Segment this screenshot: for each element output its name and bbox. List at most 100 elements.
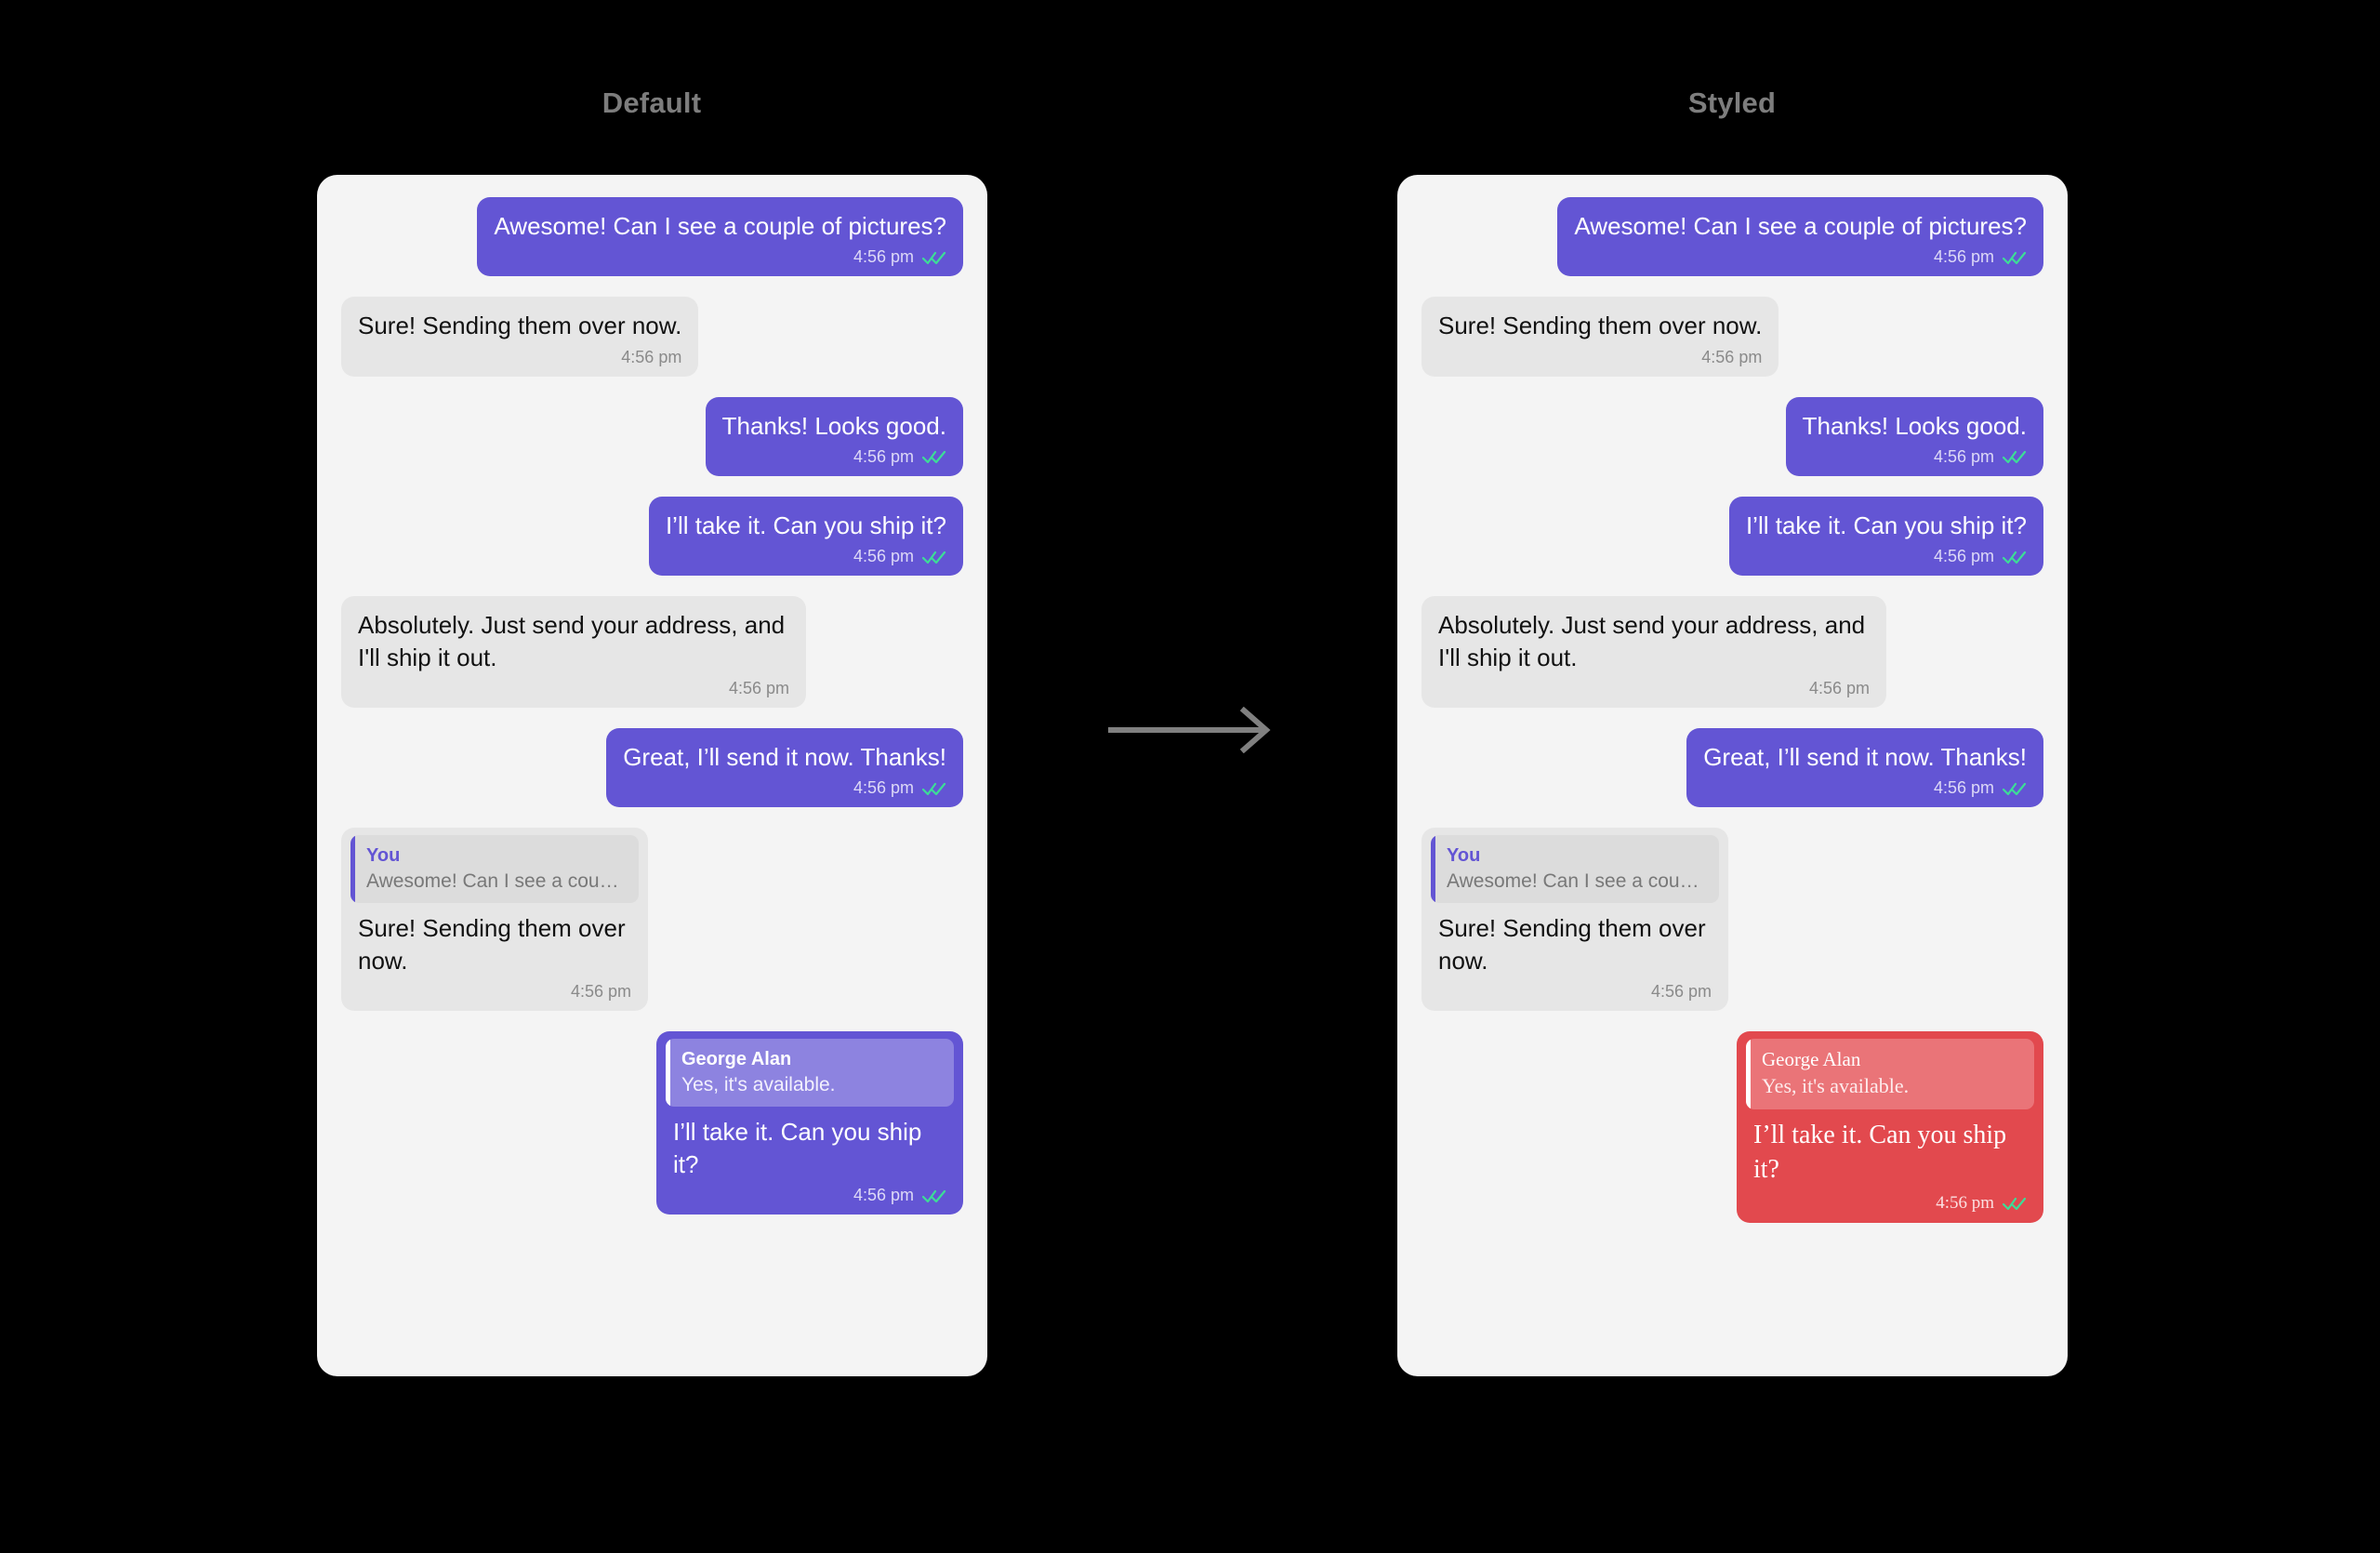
read-receipt — [922, 1188, 946, 1203]
message-meta: 4:56 pm — [1438, 348, 1762, 367]
message-row: Absolutely. Just send your address, and … — [1421, 596, 2043, 708]
message-row: Awesome! Can I see a couple of pictures?… — [341, 197, 963, 277]
read-receipt — [2003, 449, 2027, 464]
message-bubble-in[interactable]: Absolutely. Just send your address, and … — [341, 596, 806, 708]
message-timestamp: 4:56 pm — [570, 982, 631, 1002]
chat-panel-styled: Awesome! Can I see a couple of pictures?… — [1397, 175, 2068, 1376]
message-text: I’ll take it. Can you ship it? — [1745, 511, 2027, 539]
message-text: Awesome! Can I see a couple of pictures? — [494, 212, 946, 240]
message-meta: 4:56 pm — [358, 982, 631, 1002]
message-bubble-out[interactable]: Great, I’ll send it now. Thanks! 4:56 pm — [606, 727, 963, 808]
message-text: Sure! Sending them over now. — [358, 914, 632, 975]
quote-preview: Yes, it's available. — [1762, 1074, 1910, 1098]
message-bubble-in[interactable]: Sure! Sending them over now. 4:56 pm — [1421, 297, 1779, 377]
column-title-default: Default — [602, 86, 702, 119]
message-bubble-out[interactable]: Thanks! Looks good. 4:56 pm — [1785, 396, 2043, 476]
message-meta: 4:56 pm — [1438, 982, 1712, 1002]
message-text: Great, I’ll send it now. Thanks! — [623, 742, 946, 771]
message-bubble-out[interactable]: Thanks! Looks good.4:56 pm — [705, 396, 963, 476]
quote-accent-bar — [1431, 835, 1435, 904]
message-timestamp: 4:56 pm — [853, 547, 914, 566]
message-bubble-out[interactable]: Awesome! Can I see a couple of pictures?… — [477, 197, 963, 277]
message-text: Awesome! Can I see a couple of pictures? — [1574, 212, 2027, 240]
double-check-icon — [2003, 451, 2027, 464]
message-meta: 4:56 pm — [666, 547, 946, 566]
message-bubble-out[interactable]: I’ll take it. Can you ship it? 4:56 pm — [1728, 496, 2043, 577]
read-receipt — [922, 781, 946, 796]
message-bubble-in[interactable]: Absolutely. Just send your address, and … — [1421, 596, 1886, 708]
quote-accent-bar — [350, 835, 355, 904]
quote-author: George Alan — [681, 1049, 792, 1070]
message-meta: 4:56 pm — [1746, 547, 2027, 566]
column-title-styled: Styled — [1687, 86, 1777, 119]
message-meta: 4:56 pm — [358, 348, 681, 367]
double-check-icon — [922, 782, 946, 795]
message-meta: 4:56 pm — [623, 778, 946, 798]
message-row: Great, I’ll send it now. Thanks! 4:56 pm — [341, 727, 963, 808]
quote-accent-bar — [666, 1039, 670, 1108]
message-bubble-out[interactable]: Awesome! Can I see a couple of pictures?… — [1557, 197, 2043, 277]
message-timestamp: 4:56 pm — [1933, 446, 1994, 466]
message-meta: 4:56 pm — [1753, 1193, 2027, 1214]
message-row: Sure! Sending them over now. 4:56 pm — [341, 297, 963, 377]
message-text: I’ll take it. Can you ship it? — [1753, 1121, 2014, 1184]
message-meta: 4:56 pm — [673, 1186, 946, 1205]
message-row: Thanks! Looks good. 4:56 pm — [1421, 396, 2043, 476]
double-check-icon — [922, 251, 946, 264]
message-timestamp: 4:56 pm — [1808, 678, 1870, 697]
message-bubble-in[interactable]: Sure! Sending them over now. 4:56 pm — [341, 297, 699, 377]
quote-accent-bar — [1746, 1039, 1751, 1109]
double-check-icon — [922, 1189, 946, 1202]
message-bubble-out[interactable]: I’ll take it. Can you ship it? 4:56 pm — [648, 496, 963, 577]
message-row: Absolutely. Just send your address, and … — [341, 596, 963, 708]
message-timestamp: 4:56 pm — [1933, 247, 1994, 267]
message-text: Absolutely. Just send your address, and … — [1438, 611, 1872, 671]
message-meta: 4:56 pm — [494, 247, 946, 267]
quote-author: George Alan — [1762, 1048, 1861, 1071]
message-bubble-out[interactable]: Great, I’ll send it now. Thanks!4:56 pm — [1686, 727, 2043, 808]
read-receipt — [2003, 781, 2027, 796]
double-check-icon — [2003, 1197, 2027, 1211]
double-check-icon — [2003, 251, 2027, 264]
message-row: Great, I’ll send it now. Thanks!4:56 pm — [1421, 727, 2043, 808]
quote-author: You — [1447, 845, 1481, 867]
message-timestamp: 4:56 pm — [853, 778, 914, 798]
message-text: I’ll take it. Can you ship it? — [665, 511, 946, 539]
message-text: Thanks! Looks good. — [1802, 411, 2027, 440]
read-receipt — [922, 449, 946, 464]
quote-author: You — [366, 845, 401, 867]
double-check-icon — [922, 551, 946, 564]
message-text: Absolutely. Just send your address, and … — [358, 611, 792, 671]
double-check-icon — [922, 451, 946, 464]
message-row: Sure! Sending them over now. 4:56 pm — [1421, 297, 2043, 377]
message-text: Great, I’ll send it now. Thanks! — [1703, 742, 2027, 771]
message-row: Thanks! Looks good.4:56 pm — [341, 396, 963, 476]
read-receipt — [922, 550, 946, 564]
message-meta: 4:56 pm — [358, 679, 789, 698]
message-text: Sure! Sending them over now. — [1438, 312, 1763, 340]
message-timestamp: 4:56 pm — [1933, 547, 1994, 566]
message-meta: 4:56 pm — [1803, 447, 2027, 467]
message-meta: 4:56 pm — [722, 447, 946, 467]
message-row: Awesome! Can I see a couple of pictures?… — [1421, 197, 2043, 277]
double-check-icon — [2003, 551, 2027, 564]
message-timestamp: 4:56 pm — [853, 247, 914, 267]
read-receipt — [922, 250, 946, 265]
message-timestamp: 4:56 pm — [621, 347, 682, 366]
message-text: Sure! Sending them over now. — [358, 312, 682, 340]
message-timestamp: 4:56 pm — [728, 678, 789, 697]
